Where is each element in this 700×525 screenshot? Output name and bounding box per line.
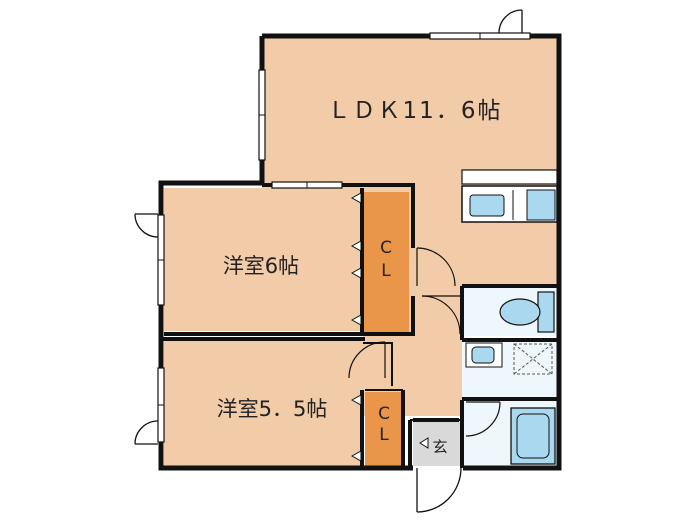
closet2-fill — [365, 392, 402, 466]
closet2-label-c: C — [378, 404, 390, 424]
closet1-fill — [363, 192, 409, 332]
entrance-step-marker — [419, 437, 429, 449]
bedroom2-label: 洋室5．5帖 — [217, 397, 328, 421]
window-mullions — [158, 33, 481, 406]
wash-basin-icon — [465, 342, 503, 368]
closet2-label-l: L — [379, 425, 389, 445]
bedroom2-floor — [164, 341, 363, 466]
hallway-lower-floor — [400, 286, 463, 416]
bathtub-icon — [510, 407, 556, 465]
kitchen-counter — [461, 169, 558, 223]
closet1-label-l: L — [381, 261, 391, 281]
entrance-label: 玄 — [432, 438, 447, 456]
washing-machine-pan-icon — [513, 343, 553, 375]
door-swing-icon — [134, 9, 523, 513]
thin-walls — [363, 342, 462, 421]
ldk-label: ＬＤＫ11．6帖 — [328, 98, 503, 124]
bedroom1-floor — [164, 188, 363, 331]
sink-icon — [469, 194, 505, 217]
interior-door-swings — [348, 247, 501, 437]
closet-door-markers — [350, 192, 362, 462]
stove-icon — [526, 189, 556, 221]
toilet-icon — [499, 291, 555, 333]
closet1-label-c: C — [380, 238, 392, 258]
bedroom1-label: 洋室6帖 — [223, 254, 299, 278]
